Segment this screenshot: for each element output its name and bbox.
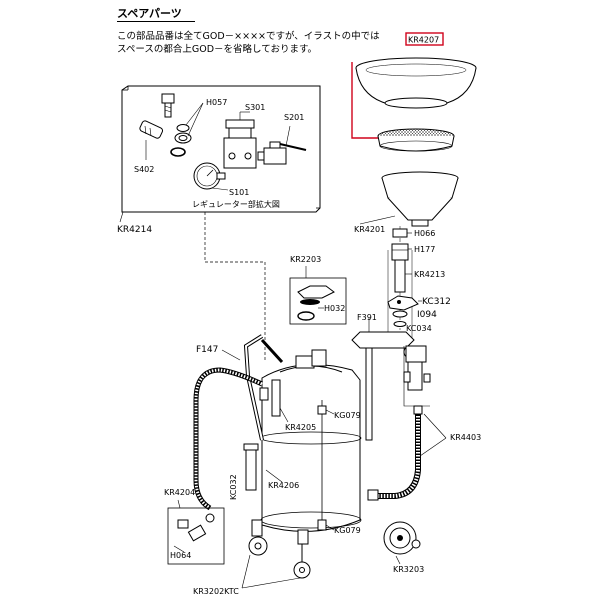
kr4403-valve-hose-part <box>367 345 447 501</box>
label-kc034: KC034 <box>406 324 432 333</box>
label-h177: H177 <box>414 245 435 254</box>
label-kr4204: KR4204 <box>164 488 195 497</box>
kr4207-basin-part <box>355 57 477 109</box>
f147-hose-part <box>193 367 264 511</box>
label-h032: H032 <box>324 304 345 313</box>
kr4204-fitting-part <box>167 499 225 565</box>
label-kc312: KC312 <box>422 297 451 307</box>
label-kr3203: KR3203 <box>393 565 424 574</box>
caster-wheels <box>241 519 311 589</box>
s402-fitting-part <box>139 120 164 160</box>
label-s402: S402 <box>134 165 154 174</box>
label-f147: F147 <box>196 345 218 355</box>
label-kr4213: KR4213 <box>414 270 445 279</box>
regulator-inset: H057 S301 S201 S402 S101 レギュレーター部拡大図 <box>121 85 321 213</box>
label-f391: F391 <box>357 313 377 322</box>
label-h064: H064 <box>170 551 191 560</box>
kr4207-highlight-box <box>405 32 444 46</box>
tank-handle <box>243 334 284 441</box>
label-h066: H066 <box>414 229 435 238</box>
label-kr3202ktc: KR3202KTC <box>193 587 239 596</box>
label-kr4205: KR4205 <box>285 423 316 432</box>
label-kr4201: KR4201 <box>354 225 385 234</box>
note-line-1: この部品品番は全てGOD－××××ですが、イラストの中では <box>117 31 380 42</box>
main-tank <box>260 349 362 532</box>
kr2203-float-part <box>289 266 347 325</box>
heading-underline <box>117 21 195 22</box>
h057-bolt-part <box>161 93 204 157</box>
kr4207-highlight-leader <box>351 62 381 139</box>
label-s101: S101 <box>229 188 249 197</box>
kr3203-wheel-part <box>383 521 421 565</box>
label-kr4207: KR4207 <box>408 36 439 45</box>
label-kr2203: KR2203 <box>290 255 321 264</box>
label-kg079-upper: KG079 <box>334 411 361 420</box>
s101-pressure-gauge-part <box>193 162 229 191</box>
kr4201-funnel-part <box>359 171 459 227</box>
label-kg079-lower: KG079 <box>334 526 361 535</box>
label-s201: S201 <box>284 113 304 122</box>
label-kc032: KC032 <box>229 474 238 500</box>
mesh-strainer-part <box>377 128 455 152</box>
s201-valve-part <box>257 125 307 165</box>
label-kr4214: KR4214 <box>117 225 152 235</box>
label-s301: S301 <box>245 103 265 112</box>
label-h057: H057 <box>206 98 227 107</box>
note-line-2: スペースの都合上GOD－を省略しております。 <box>117 44 317 55</box>
label-kr4403: KR4403 <box>450 433 481 442</box>
spare-parts-heading: スペアパーツ <box>117 7 182 20</box>
label-i094: I094 <box>417 310 437 320</box>
inset-caption: レギュレーター部拡大図 <box>192 199 280 209</box>
s301-regulator-part <box>223 111 257 169</box>
label-kr4206: KR4206 <box>268 481 299 490</box>
